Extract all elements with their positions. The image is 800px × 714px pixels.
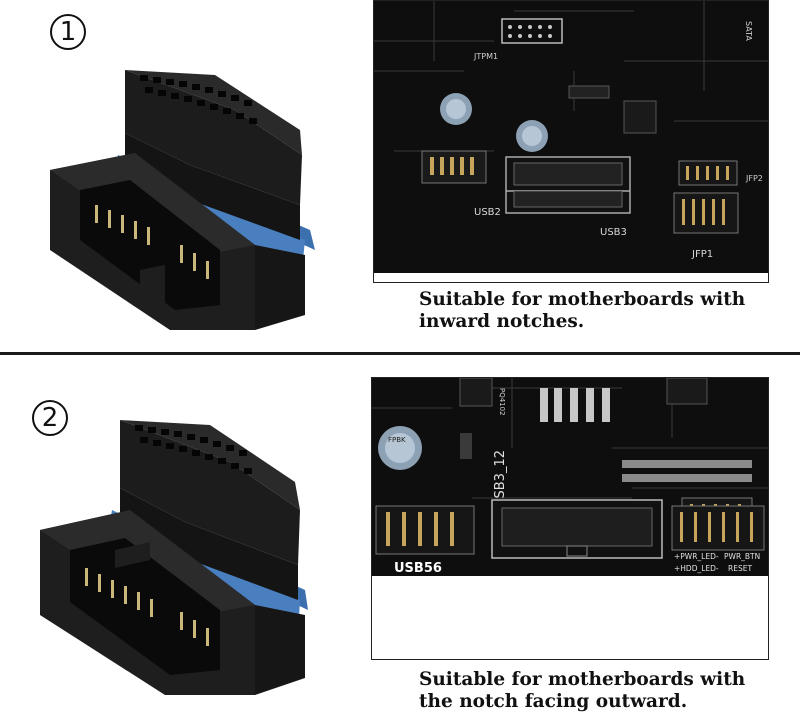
- label-usb56: USB56: [394, 561, 442, 576]
- label-part-code: PQ4102: [498, 388, 506, 416]
- caption-line: Suitable for motherboards with: [419, 669, 746, 690]
- label-sata: SATA: [744, 21, 753, 41]
- label-pwr-led: +PWR_LED-: [674, 552, 719, 561]
- step-number-badge: 1: [50, 14, 86, 50]
- caption-2: Suitable for motherboards with the notch…: [419, 669, 745, 713]
- motherboard-photo-frame: PQ4102 FPBK USB3_12 USB56: [371, 377, 769, 660]
- label-usb3: USB3: [600, 227, 627, 238]
- motherboard-photo-lower: USB2 USB3 JFP1: [374, 191, 768, 282]
- caption-line: Suitable for motherboards with: [419, 289, 746, 310]
- caption-1: Suitable for motherboards with inward no…: [419, 289, 745, 333]
- section-divider: [0, 352, 800, 355]
- label-reset: RESET: [728, 564, 752, 573]
- label-usb3-12: USB3_12: [493, 450, 508, 508]
- section-1: 1: [0, 0, 800, 352]
- adapter-photo: [40, 420, 308, 695]
- motherboard-photo: JTPM1 SATA JFP2: [374, 1, 768, 191]
- label-pwr-btn: PWR_BTN: [724, 552, 760, 561]
- label-jfp2: JFP2: [745, 174, 763, 183]
- step-number: 2: [41, 403, 59, 433]
- caption-line: the notch facing outward.: [419, 691, 688, 712]
- caption-line: inward notches.: [419, 311, 585, 332]
- label-cap: FPBK: [388, 436, 406, 444]
- label-usb2: USB2: [474, 207, 501, 218]
- motherboard-photo-frame: JTPM1 SATA JFP2: [373, 0, 769, 283]
- motherboard-photo: PQ4102 FPBK USB3_12 USB56: [372, 378, 768, 576]
- section-2: 2: [0, 360, 800, 714]
- step-number: 1: [59, 17, 77, 47]
- adapter-photo: [50, 70, 315, 330]
- label-hdd-led: +HDD_LED-: [674, 564, 719, 573]
- step-number-badge: 2: [32, 400, 68, 436]
- label-jfp1: JFP1: [691, 249, 713, 260]
- label-jtpm: JTPM1: [473, 52, 498, 61]
